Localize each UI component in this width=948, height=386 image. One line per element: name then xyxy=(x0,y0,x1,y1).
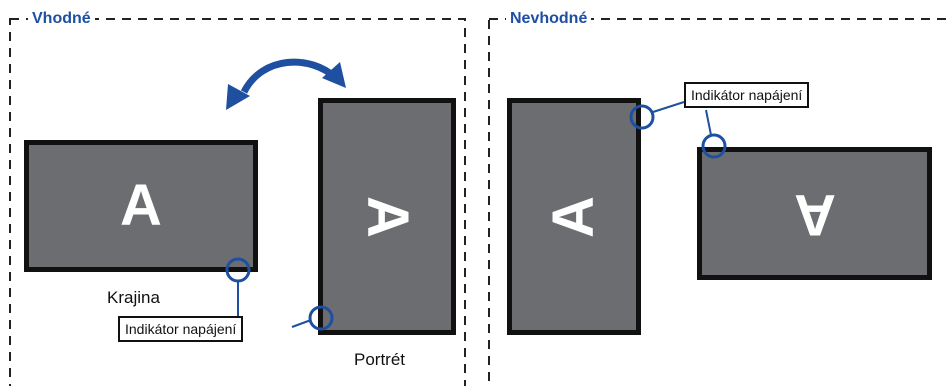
unsuitable-landscape-screen: A xyxy=(697,147,932,280)
unsuitable-title: Nevhodné xyxy=(506,10,592,28)
power-indicator-circle xyxy=(629,104,655,130)
landscape-caption: Krajina xyxy=(107,288,160,307)
power-indicator-label: Indikátor napájení xyxy=(118,316,244,342)
leader-line xyxy=(652,101,685,113)
landscape-screen: A xyxy=(24,140,258,272)
power-indicator-circle xyxy=(701,133,727,159)
unsuitable-portrait-screen: A xyxy=(507,98,641,335)
power-indicator-circle xyxy=(308,305,334,331)
portrait-caption: Portrét xyxy=(354,350,406,369)
suitable-title: Vhodné xyxy=(28,10,95,28)
rotate-arrow-icon xyxy=(226,58,346,110)
landscape-letter: A xyxy=(120,173,162,238)
suitable-frame xyxy=(9,18,466,386)
power-indicator-circle xyxy=(225,257,251,283)
leader-line xyxy=(705,109,712,136)
unsuitable-power-indicator-label: Indikátor napájení xyxy=(684,82,810,108)
portrait-screen: A xyxy=(318,98,456,335)
unsuitable-frame xyxy=(488,18,948,386)
leader-line xyxy=(291,319,312,328)
